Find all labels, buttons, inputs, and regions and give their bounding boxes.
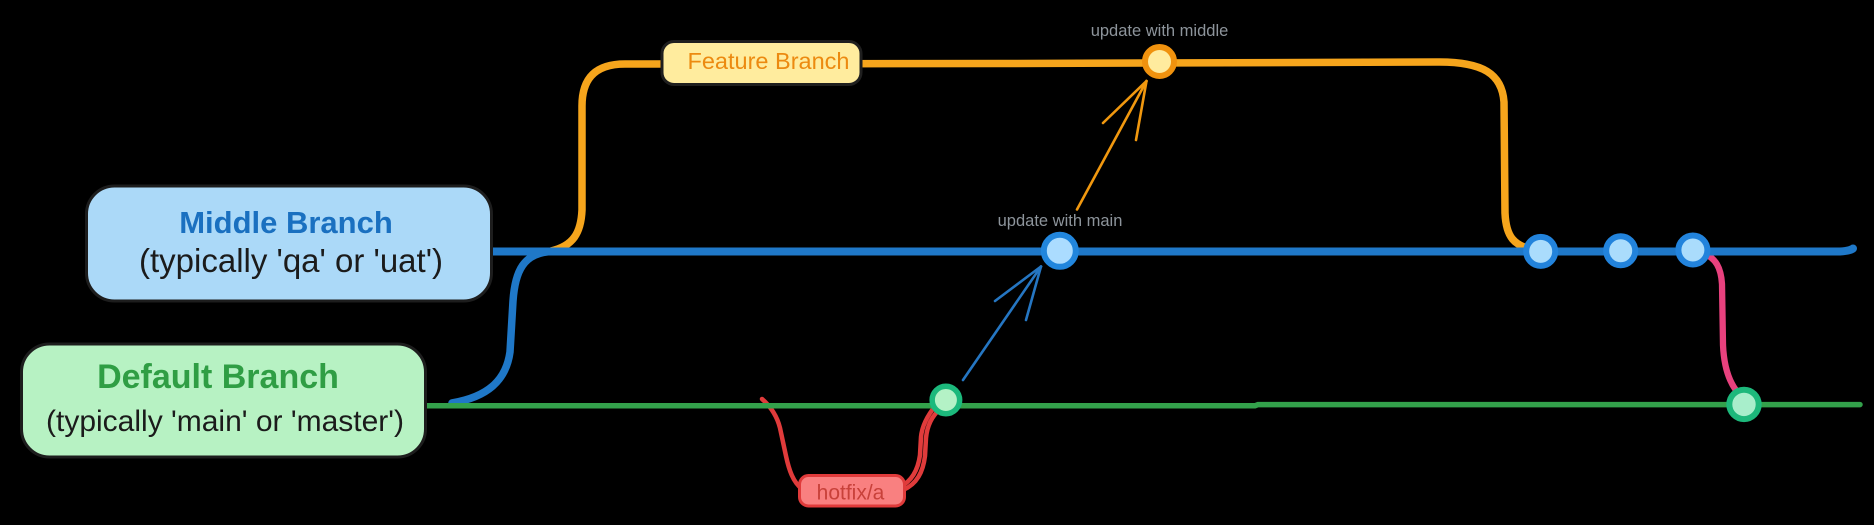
svg-text:Middle Branch: Middle Branch [179, 205, 393, 240]
svg-text:Feature Branch: Feature Branch [688, 48, 850, 74]
svg-text:hotfix/a: hotfix/a [817, 482, 885, 505]
svg-text:update with middle: update with middle [1091, 22, 1229, 40]
svg-text:Default Branch: Default Branch [97, 358, 339, 396]
svg-text:update with main: update with main [998, 212, 1123, 230]
svg-text:(typically 'qa' or 'uat'): (typically 'qa' or 'uat') [139, 242, 443, 279]
svg-text:(typically 'main' or 'master'): (typically 'main' or 'master') [46, 405, 404, 438]
